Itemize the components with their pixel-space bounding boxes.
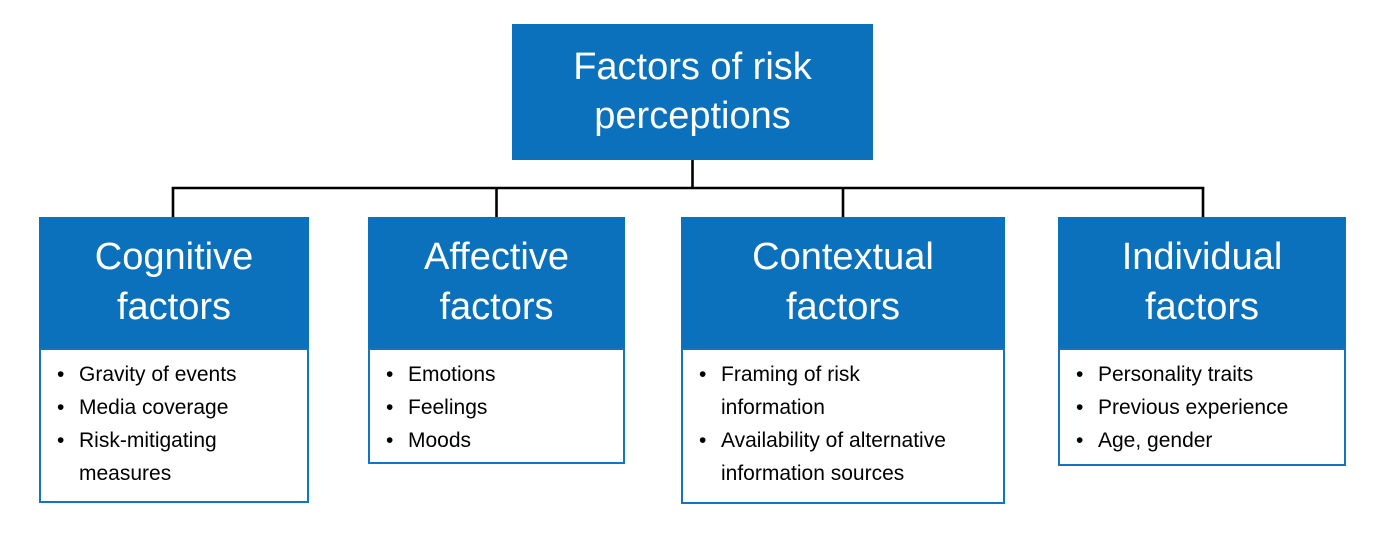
list-item: Gravity of events	[55, 358, 293, 391]
branch-body-cognitive: Gravity of events Media coverage Risk-mi…	[39, 348, 309, 503]
branch-header-individual: Individual factors	[1058, 217, 1346, 348]
bullet-list: Personality traits Previous experience A…	[1074, 358, 1330, 457]
list-item: Media coverage	[55, 391, 293, 424]
bullet-list: Emotions Feelings Moods	[384, 358, 609, 457]
list-item: Availability of alternative information …	[697, 424, 961, 490]
branch-body-contextual: Framing of risk information Availability…	[681, 348, 1005, 504]
list-item: Framing of risk information	[697, 358, 961, 424]
list-item: Personality traits	[1074, 358, 1330, 391]
root-node-label: Factors of risk perceptions	[573, 45, 812, 137]
list-item: Emotions	[384, 358, 609, 391]
list-item: Moods	[384, 424, 609, 457]
branch-body-affective: Emotions Feelings Moods	[368, 348, 625, 464]
list-item: Age, gender	[1074, 424, 1330, 457]
list-item: Feelings	[384, 391, 609, 424]
branch-title: Affective factors	[423, 236, 570, 328]
bullet-list: Framing of risk information Availability…	[697, 358, 961, 490]
branch-title: Individual factors	[1121, 236, 1283, 328]
branch-title: Contextual factors	[752, 236, 934, 328]
root-node: Factors of risk perceptions	[512, 24, 873, 160]
list-item: Risk-mitigating measures	[55, 424, 293, 490]
bullet-list: Gravity of events Media coverage Risk-mi…	[55, 358, 293, 490]
branch-body-individual: Personality traits Previous experience A…	[1058, 348, 1346, 466]
branch-title: Cognitive factors	[94, 236, 254, 328]
branch-header-cognitive: Cognitive factors	[39, 217, 309, 348]
list-item: Previous experience	[1074, 391, 1330, 424]
branch-header-contextual: Contextual factors	[681, 217, 1005, 348]
branch-header-affective: Affective factors	[368, 217, 625, 348]
